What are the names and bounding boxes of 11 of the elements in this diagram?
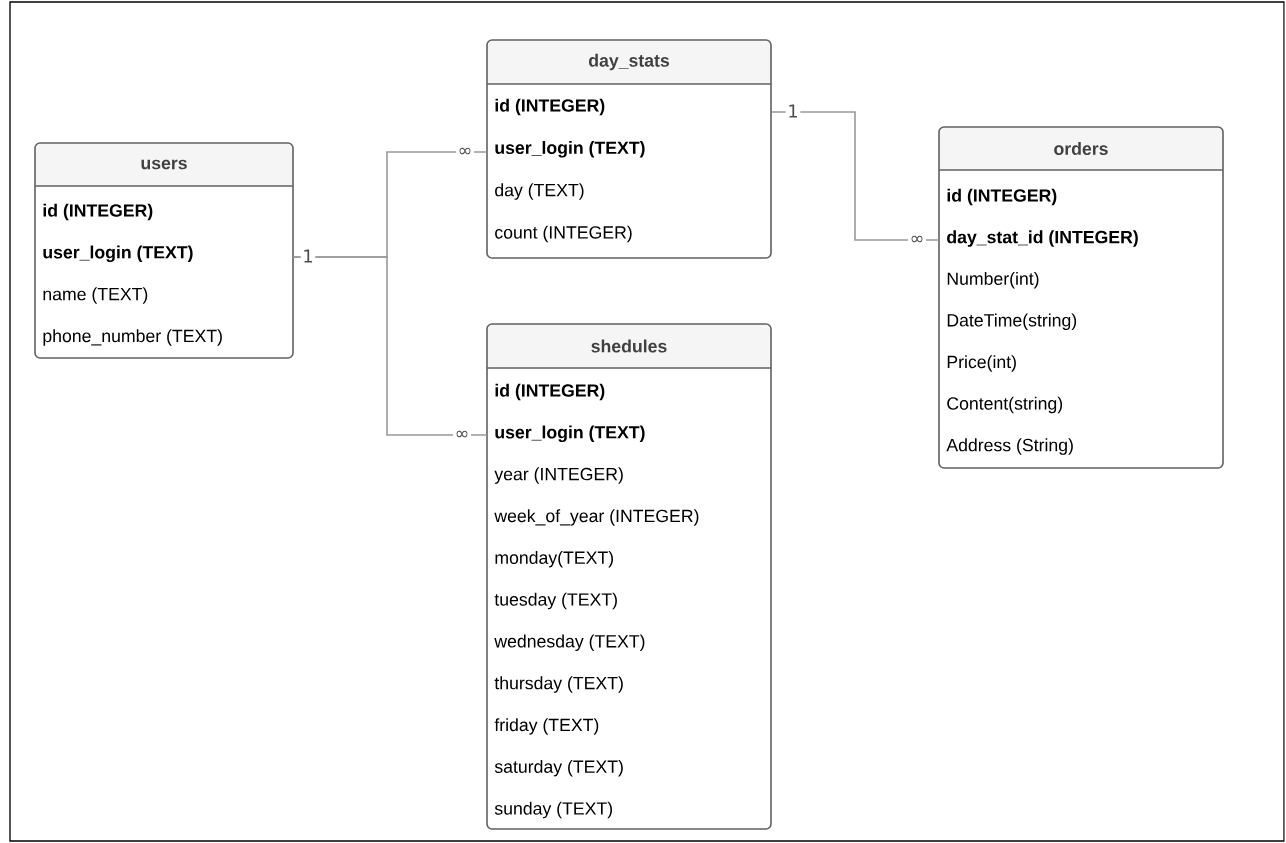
- table: day_stats id (INTEGER) user_login (TEXT) day (TEXT) count (INTEGER): [486, 39, 772, 259]
- connector: [770, 111, 940, 241]
- table: shedules id (INTEGER) user_login (TEXT) year (INTEGER) week_of_year (INTEGER) monday(TEXT) tuesday (TEXT) wednesday (TEXT) thursday (TEXT) friday (TEXT) saturday (TEXT) sunday (TEXT): [486, 323, 772, 830]
- cardinality-label: ∞: [453, 429, 472, 441]
- cardinality-label: 1: [785, 102, 801, 120]
- table: orders id (INTEGER) day_stat_id (INTEGER) Number(int) DateTime(string) Price(int) Content(string) Address (String): [938, 126, 1224, 469]
- cardinality-label: ∞: [456, 146, 475, 158]
- cardinality-label: ∞: [908, 234, 927, 246]
- table: users id (INTEGER) user_login (TEXT) name (TEXT) phone_number (TEXT): [34, 142, 294, 359]
- connector: [292, 256, 488, 436]
- cardinality-label: 1: [300, 247, 316, 265]
